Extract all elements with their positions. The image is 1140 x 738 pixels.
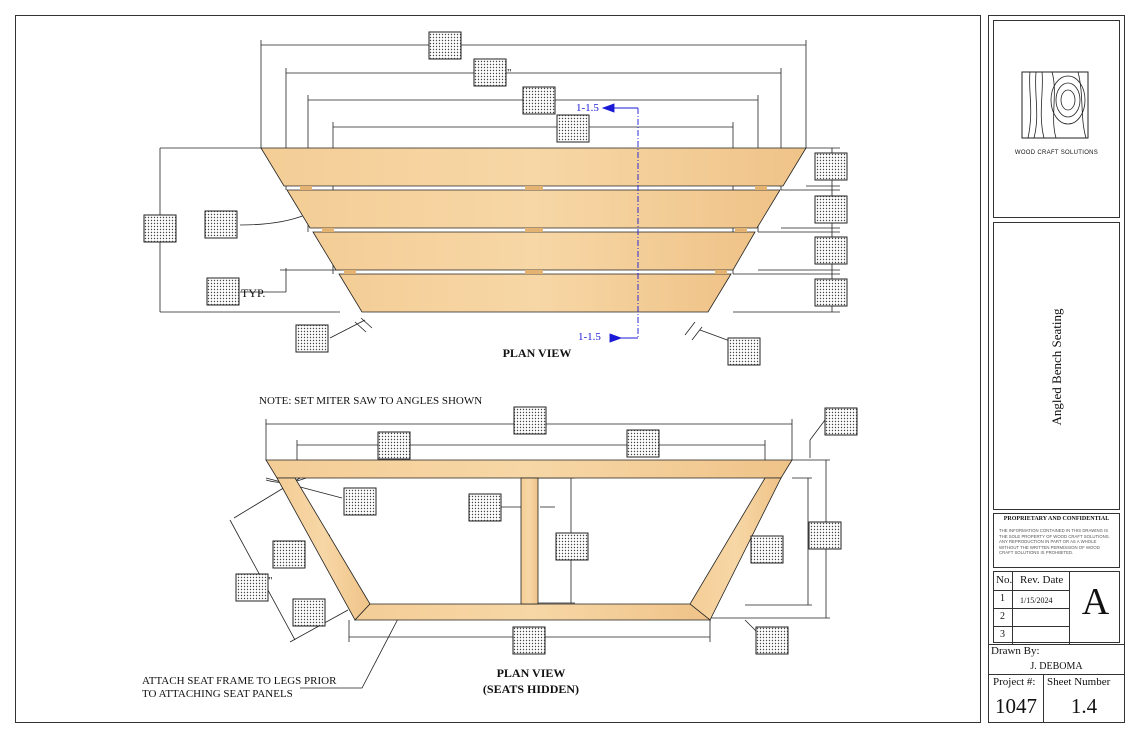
sheet-label: Sheet Number [1047, 676, 1111, 688]
revision-letter: A [1081, 581, 1110, 623]
plan-view-hidden-label: PLAN VIEW [497, 666, 566, 680]
rev-row-no: 1 [1000, 593, 1005, 604]
callout-text: ATTACH SEAT FRAME TO LEGS PRIOR [142, 675, 337, 687]
proprietary-text: THE INFORMATION CONTAINED IN THIS DRAWIN… [999, 528, 1110, 555]
callout-text: TO ATTACHING SEAT PANELS [142, 688, 293, 700]
rev-row-no: 2 [1000, 611, 1005, 622]
dimension-placeholders-bottom [235, 406, 858, 655]
sheet-number: 1.4 [1070, 694, 1098, 718]
typ-label: TYP. [241, 286, 265, 300]
seat-panels [260, 147, 807, 313]
project-panel: Project #: 1047 [989, 675, 1044, 722]
proprietary-heading: PROPRIETARY AND CONFIDENTIAL [1003, 516, 1110, 522]
title-block: WOOD CRAFT SOLUTIONS Angled Bench Seatin… [988, 15, 1125, 723]
project-label: Project #: [993, 676, 1036, 688]
plan-view-label: PLAN VIEW [503, 346, 572, 360]
inch-mark: " [507, 67, 512, 79]
company-name: WOOD CRAFT SOLUTIONS [1014, 150, 1099, 156]
seat-frame [265, 459, 793, 621]
drawn-by-label: Drawn By: [991, 645, 1040, 657]
offset-label-bottom: 1-1.5 [578, 331, 601, 343]
project-title: Angled Bench Seating [1049, 308, 1064, 426]
project-number: 1047 [995, 694, 1037, 718]
offset-label-top: 1-1.5 [576, 102, 599, 114]
inch-mark: " [268, 575, 273, 587]
drawn-by-name: J. DEBOMA [1030, 661, 1083, 672]
note-text: NOTE: SET MITER SAW TO ANGLES SHOWN [259, 395, 482, 407]
rev-row-date: 1/15/2024 [1020, 596, 1053, 605]
rev-header-date: Rev. Date [1020, 574, 1064, 586]
logo-panel: WOOD CRAFT SOLUTIONS [993, 20, 1120, 218]
rev-row-no: 3 [1000, 629, 1005, 640]
drawing-frame [15, 15, 981, 723]
title-panel: Angled Bench Seating [993, 222, 1120, 510]
rev-header-no: No. [996, 574, 1013, 586]
plan-view-hidden-sublabel: (SEATS HIDDEN) [483, 682, 579, 696]
proprietary-panel: PROPRIETARY AND CONFIDENTIAL THE INFORMA… [993, 513, 1120, 568]
sheet-panel: Sheet Number 1.4 [1044, 675, 1124, 722]
drawn-by-panel: Drawn By: J. DEBOMA [989, 644, 1124, 675]
revision-table: No. Rev. Date 1 1/15/2024 2 3 A [993, 571, 1120, 644]
company-logo [1021, 71, 1089, 139]
offset-indicator [601, 103, 639, 343]
dimension-placeholders-top [143, 31, 848, 366]
